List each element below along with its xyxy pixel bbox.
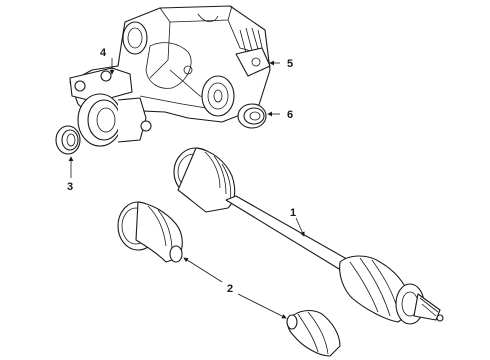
right-axle-seal [237,103,267,129]
callout-4: 4 [100,47,107,59]
boot-kit-inner [117,201,183,263]
callout-5: 5 [287,58,293,70]
axle-shaft-assembly [173,147,444,325]
differential-housing [69,5,271,147]
left-axle-seal [55,125,81,155]
callout-1: 1 [290,207,296,219]
leader-2-a [183,257,223,283]
callout-6: 6 [287,109,293,121]
callout-2: 2 [227,283,233,295]
leader-2-b [237,293,287,319]
callout-3: 3 [67,181,73,193]
boot-kit-outer [286,309,341,357]
leader-1 [295,217,305,237]
